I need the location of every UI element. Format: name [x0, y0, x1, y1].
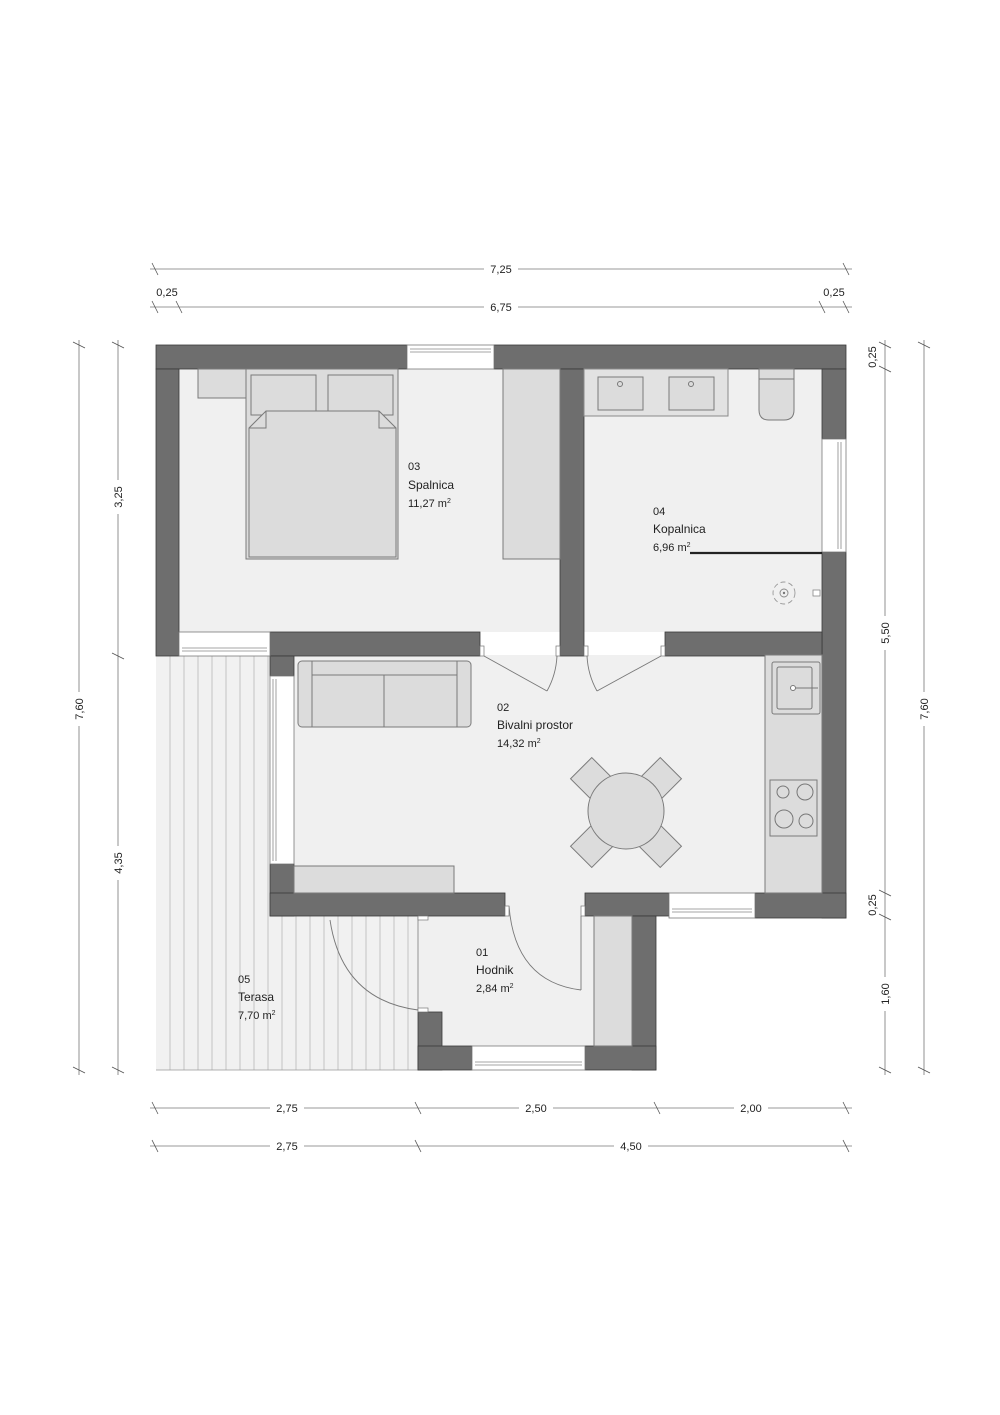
duvet [248, 410, 397, 558]
window-bedroom-bottom [178, 631, 271, 657]
dim-right-wall2: 0,25 [867, 894, 879, 915]
dining-set-icon [569, 756, 683, 869]
cooktop-icon [769, 779, 818, 837]
room-label-bathroom: 04 Kopalnica 6,96 m2 [653, 506, 706, 554]
sink-right [668, 376, 715, 411]
dimension-right: 0,25 5,50 0,25 1,60 7,60 [867, 340, 931, 1075]
living-furniture [293, 654, 823, 894]
window-living-bottom [668, 892, 756, 919]
door-hall-living [504, 905, 586, 991]
sink-left [597, 376, 644, 411]
dim-total-left: 2,75 [276, 1141, 297, 1153]
room-area: 11,27 m2 [408, 498, 451, 510]
room-name: Spalnica [408, 478, 454, 492]
door-bathroom [583, 645, 666, 692]
room-label-bedroom: 03 Spalnica 11,27 m2 [408, 461, 454, 510]
nightstand [197, 368, 247, 399]
room-name: Bivalni prostor [497, 718, 573, 732]
hall-floor [418, 893, 594, 1046]
shower-drain-icon [772, 581, 796, 605]
kitchen-counter [764, 654, 823, 894]
window-bedroom-top [406, 344, 495, 370]
dim-seg3: 2,00 [740, 1103, 761, 1115]
sideboard [293, 865, 455, 894]
room-area: 14,32 m2 [497, 738, 541, 750]
hall-wardrobe [593, 915, 633, 1047]
pillow-left [250, 374, 317, 416]
bedroom-furniture [197, 368, 561, 560]
dim-right-overall: 7,60 [919, 698, 931, 719]
dim-right-wall: 0,25 [823, 287, 844, 299]
room-number: 02 [497, 702, 509, 714]
shower-valve [812, 589, 821, 597]
room-label-terrace: 05 Terasa 7,70 m2 [238, 974, 276, 1022]
toilet-icon [758, 368, 795, 421]
dim-left-overall: 7,60 [74, 698, 86, 719]
dimension-top: 7,25 6,75 0,25 0,25 [150, 262, 852, 314]
room-name: Kopalnica [653, 522, 706, 536]
dimension-bottom: 2,75 2,50 2,00 2,75 4,50 [150, 1101, 852, 1153]
sofa-icon [297, 660, 472, 728]
dim-inner-width: 6,75 [490, 302, 511, 314]
bathroom-furniture [583, 368, 822, 605]
room-label-hall: 01 Hodnik 2,84 m2 [476, 947, 514, 995]
room-labels: 03 Spalnica 11,27 m2 04 Kopalnica 6,96 m… [238, 461, 706, 1022]
dim-seg1: 2,75 [276, 1103, 297, 1115]
room-label-living: 02 Bivalni prostor 14,32 m2 [497, 702, 573, 750]
dim-right-bottom: 1,60 [880, 983, 892, 1004]
room-area: 7,70 m2 [238, 1010, 276, 1022]
room-area: 6,96 m2 [653, 542, 691, 554]
walls [155, 344, 847, 1071]
dimension-left: 7,60 3,25 4,35 [72, 340, 125, 1075]
room-area: 2,84 m2 [476, 983, 514, 995]
door-entrance [329, 915, 429, 1013]
room-number: 04 [653, 506, 665, 518]
window-hall-bottom [471, 1045, 586, 1071]
window-bathroom [821, 438, 847, 553]
room-name: Terasa [238, 990, 274, 1004]
room-number: 05 [238, 974, 250, 986]
window-living-left [269, 675, 295, 865]
dim-seg2: 2,50 [525, 1103, 546, 1115]
wardrobe [502, 368, 561, 560]
dim-overall-width: 7,25 [490, 264, 511, 276]
door-bedroom [479, 645, 561, 692]
room-number: 03 [408, 461, 420, 473]
deck-boards [169, 656, 409, 1070]
windows [178, 344, 847, 1071]
dim-left-wall: 0,25 [156, 287, 177, 299]
room-name: Hodnik [476, 963, 514, 977]
pillow-right [327, 374, 394, 416]
doors [329, 645, 666, 1013]
room-number: 01 [476, 947, 488, 959]
dim-left-lower: 4,35 [113, 852, 125, 873]
dim-right-top-wall: 0,25 [867, 346, 879, 367]
dim-total-right: 4,50 [620, 1141, 641, 1153]
dim-left-upper: 3,25 [113, 486, 125, 507]
dim-right-middle: 5,50 [880, 622, 892, 643]
